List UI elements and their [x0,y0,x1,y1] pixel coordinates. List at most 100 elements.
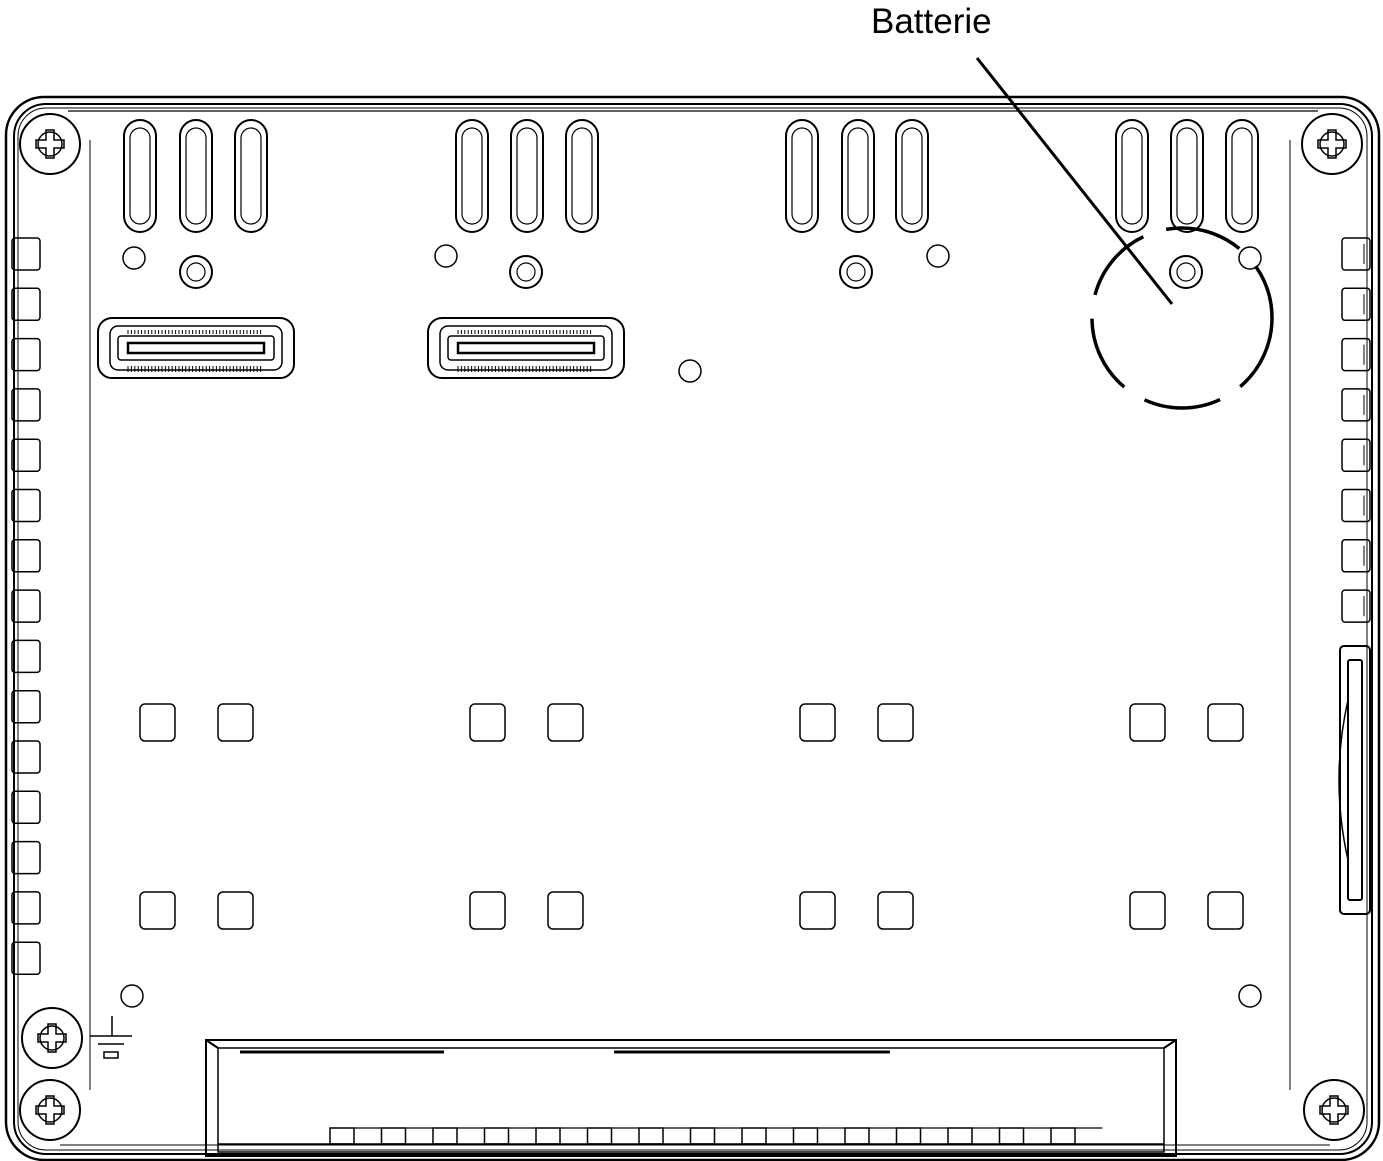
square-pad [139,703,176,742]
square-pad [139,891,176,930]
edge-tab [11,840,41,875]
mounting-holes [120,244,1262,1008]
mounting-hole [926,244,950,268]
square-pad [469,891,506,930]
right-edge-tabs [1341,237,1371,623]
edge-tab [11,388,41,422]
edge-tab [1341,337,1371,372]
edge-tab [1341,539,1371,573]
terminal-pin [432,1127,458,1145]
edge-tab [11,740,41,774]
vent-slot [510,119,544,233]
square-pad [1207,891,1244,930]
terminal-pin [380,1127,407,1145]
edge-tab [11,438,41,472]
bottom-terminal-connector [205,1039,1177,1157]
square-pad [217,703,254,742]
standoff-hole [1169,255,1203,289]
square-pad [877,891,914,930]
edge-tab [11,539,41,573]
terminal-pin [998,1127,1025,1145]
vent-slot [895,119,929,233]
terminal-pin [535,1127,561,1145]
ribbon-connector-icon [427,317,625,379]
square-pad [217,891,254,930]
corner-screw-icon [19,113,81,175]
edge-tab [11,488,41,523]
battery-callout-label: Batterie [871,2,992,41]
terminal-pins [329,1127,1103,1145]
battery-compartment [1090,226,1274,410]
sd-card-slot [1338,645,1371,915]
terminal-pin [947,1127,973,1145]
terminal-pin [638,1127,664,1145]
ground-symbol-icon [90,1016,132,1059]
terminal-pin [329,1127,355,1145]
edge-tab [1341,488,1371,523]
terminal-pin [844,1127,870,1145]
standoff-hole [839,255,873,289]
mounting-hole [120,984,144,1008]
mounting-hole [1238,246,1262,270]
square-pads [139,703,1244,930]
ribbon-connector-icon [97,317,295,379]
left-edge-tabs [11,237,41,975]
vent-slots [123,119,1259,233]
corner-screw-icon [19,1079,81,1141]
square-pad [877,703,914,742]
square-pad [547,891,584,930]
terminal-pin [895,1127,922,1145]
edge-tab [1341,237,1371,271]
terminal-pin [586,1127,613,1145]
edge-tab [11,589,41,623]
battery-callout-line [975,57,1174,305]
square-pad [799,891,836,930]
vent-slot [841,119,875,233]
vent-slot [785,119,819,233]
square-pad [799,703,836,742]
ribbon-connectors [97,317,625,379]
square-pad [469,703,506,742]
mounting-hole [678,359,702,383]
vent-slot [1115,119,1149,233]
corner-screw-icon [1303,1079,1365,1141]
edge-tab [1341,438,1371,472]
edge-tab [1341,388,1371,422]
corner-screw-icon [21,1007,83,1069]
edge-tab [11,337,41,372]
corner-mounts [19,113,1365,1141]
edge-tab [11,891,41,925]
square-pad [1207,703,1244,742]
square-pad [1129,891,1166,930]
mounting-hole [434,244,458,268]
terminal-pin [483,1127,510,1145]
square-pad [1129,703,1166,742]
vent-slot [1225,119,1259,233]
vent-slot [1170,119,1204,233]
edge-tab [11,790,41,825]
edge-tab [11,941,41,975]
vent-slot [455,119,489,233]
vent-slot [565,119,599,233]
terminal-pin [741,1127,767,1145]
terminal-pin [792,1127,819,1145]
terminal-pin [689,1127,716,1145]
standoff-hole [179,255,213,289]
vent-slot [179,119,213,233]
edge-tab [11,689,41,724]
mounting-hole [1238,984,1262,1008]
edge-tab [11,237,41,271]
terminal-pin [1050,1127,1076,1145]
standoff-hole [509,255,543,289]
mounting-hole [122,246,146,270]
edge-tab [1341,287,1371,322]
square-pad [547,703,584,742]
edge-tab [11,639,41,674]
vent-slot [123,119,157,233]
corner-screw-icon [1301,113,1363,175]
housing-outline [4,95,1381,1161]
edge-tab [1341,589,1371,623]
vent-slot [234,119,268,233]
edge-tab [11,287,41,322]
